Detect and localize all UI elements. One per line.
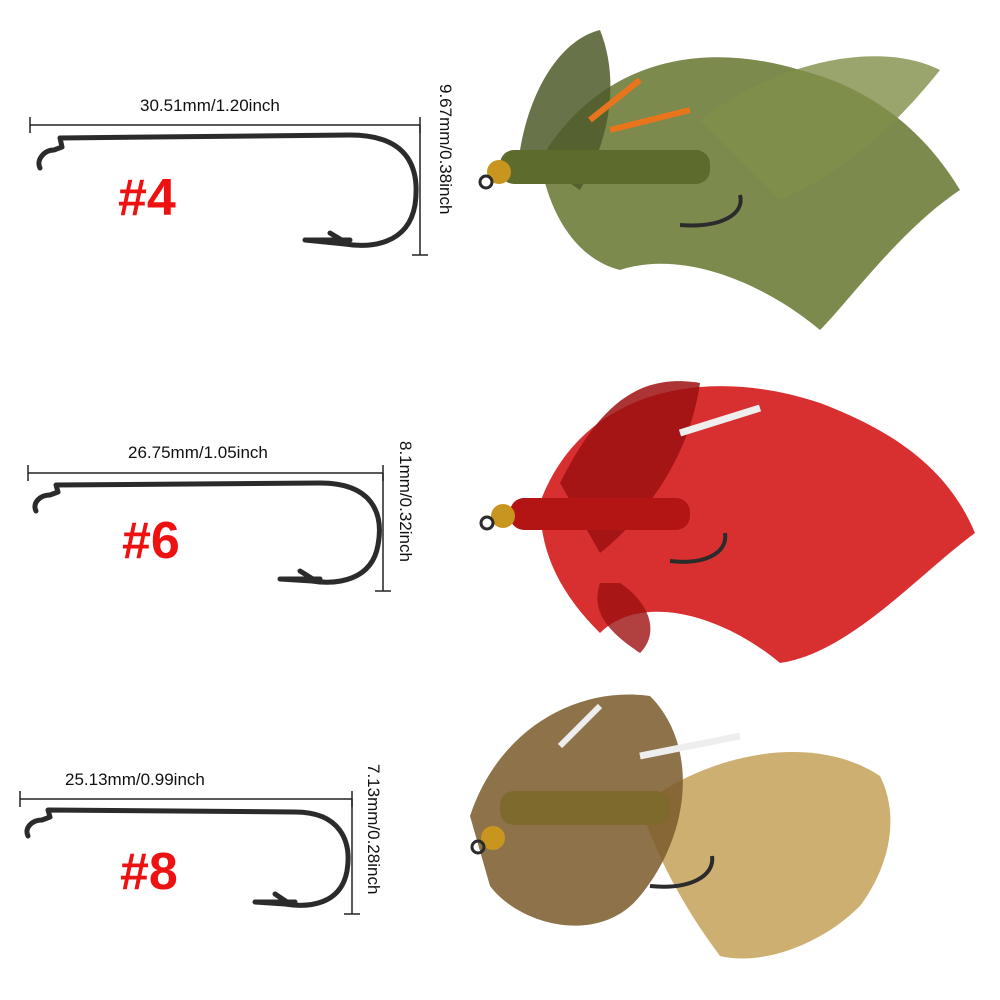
- height-label: 9.67mm/0.38inch: [436, 84, 455, 215]
- hook-6-diagram: [27, 381, 975, 663]
- hook-icon: [36, 132, 419, 248]
- fly-icon: [479, 381, 975, 663]
- hook-size-label: #8: [120, 843, 178, 901]
- width-label: 26.75mm/1.05inch: [128, 443, 268, 462]
- height-label: 8.1mm/0.32inch: [396, 441, 415, 562]
- hook-4-diagram: [29, 30, 960, 330]
- fly-icon: [478, 30, 960, 330]
- fly-icon: [470, 694, 891, 959]
- width-label: 25.13mm/0.99inch: [65, 770, 205, 789]
- hook-icon: [24, 807, 351, 908]
- hook-icon: [32, 480, 382, 585]
- hook-size-label: #4: [118, 169, 176, 227]
- hook-row-size-8: 25.13mm/0.99inch 7.13mm/0.28inch #8: [0, 666, 1000, 999]
- height-label: 7.13mm/0.28inch: [364, 764, 383, 895]
- width-label: 30.51mm/1.20inch: [140, 96, 280, 115]
- hook-row-size-4: 30.51mm/1.20inch 9.67mm/0.38inch #4: [0, 0, 1000, 333]
- hook-size-label: #6: [122, 512, 180, 570]
- hook-row-size-6: 26.75mm/1.05inch 8.1mm/0.32inch #6: [0, 333, 1000, 666]
- hook-8-diagram: [19, 694, 891, 959]
